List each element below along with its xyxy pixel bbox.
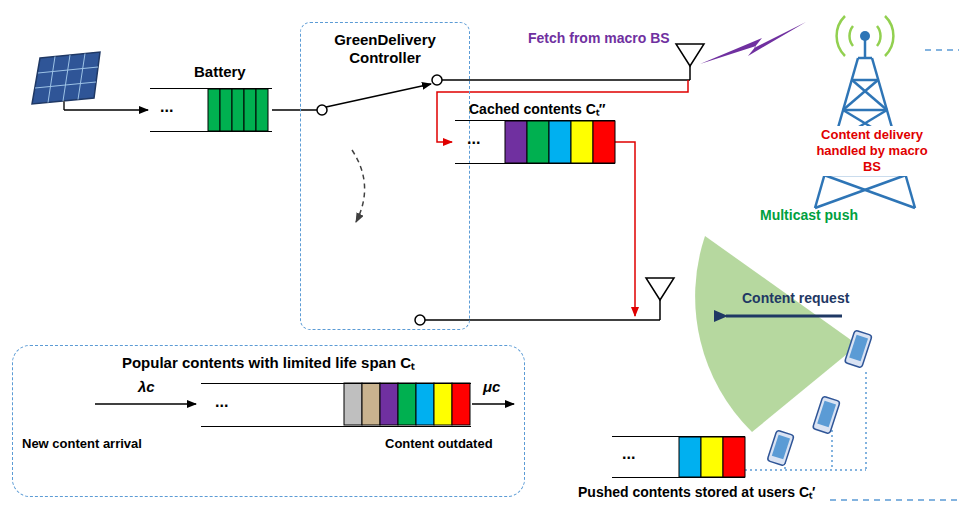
antenna-bottom <box>646 278 674 320</box>
connector-line <box>272 109 300 111</box>
solar-panel <box>32 52 100 110</box>
user-links <box>745 372 866 470</box>
annotation-label: Content outdated <box>385 436 493 451</box>
annotation-label: Content delivery handled by macro BS <box>805 126 939 176</box>
pushed-cells <box>679 437 745 477</box>
region-boundary <box>830 50 959 500</box>
switch-motion <box>352 150 365 222</box>
tower-tip <box>860 31 870 41</box>
request-arrow <box>726 315 842 318</box>
battery-cells <box>208 89 268 131</box>
annotation-label: μc <box>483 378 500 395</box>
queue-label: Battery <box>194 63 246 80</box>
annotation-label: Multicast push <box>760 207 858 223</box>
controller-box: GreenDelivery Controller <box>300 22 470 330</box>
node-text: ... <box>467 130 480 148</box>
node-text: Popular contents with limited life span … <box>13 352 524 372</box>
popular-queue: ... <box>201 383 471 427</box>
popular-cells <box>344 383 470 425</box>
popular-contents-box: Popular contents with limited life span … <box>12 345 525 497</box>
cache-push-path <box>615 142 635 316</box>
cached-queue: Cached contents Cₜ″... <box>455 120 615 164</box>
wireless-link <box>700 22 806 64</box>
battery-queue: Battery... <box>150 88 272 132</box>
node-text: ... <box>622 445 635 463</box>
radio-waves <box>837 16 894 56</box>
antenna-top <box>676 44 704 80</box>
annotation-label: λc <box>138 378 155 395</box>
macro-bs-tower <box>815 40 915 208</box>
node-text: ... <box>215 393 228 411</box>
node-text: GreenDelivery Controller <box>301 31 469 67</box>
annotation-label: New content arrival <box>22 436 142 451</box>
user-phones <box>767 330 872 466</box>
switch-wiring <box>300 75 690 325</box>
node-text: ... <box>160 98 173 116</box>
node-text: Pushed contents stored at users Cₜ′ <box>578 482 815 501</box>
charge-wire <box>64 109 148 111</box>
arrival-arrow <box>95 403 196 405</box>
queue-label: Cached contents Cₜ″ <box>469 99 606 118</box>
annotation-label: Content request <box>742 290 849 306</box>
annotation-label: Fetch from macro BS <box>528 30 670 46</box>
departure-arrow <box>472 403 514 405</box>
pushed-queue: ...Pushed contents stored at users Cₜ′ <box>612 436 745 478</box>
cached-cells <box>505 121 615 163</box>
